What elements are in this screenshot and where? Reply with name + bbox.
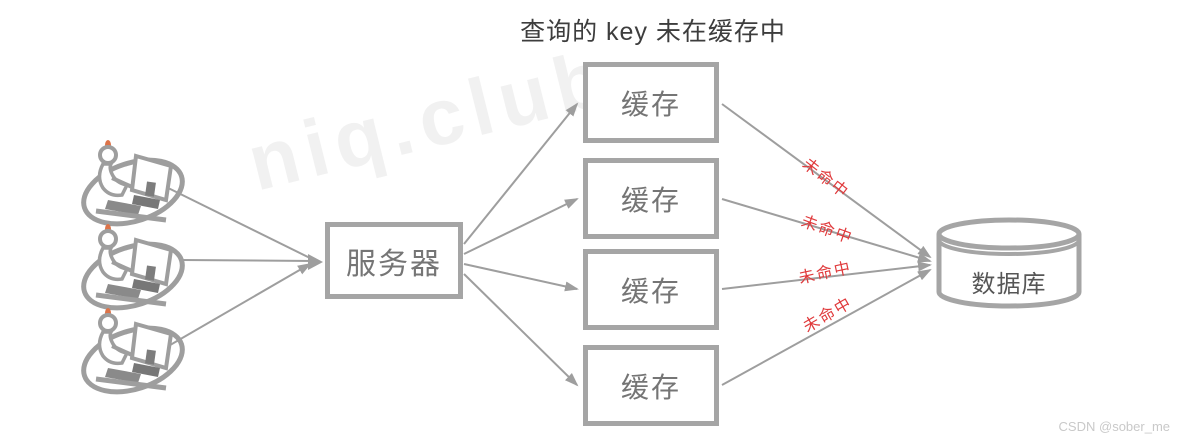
- diagram-title: 查询的 key 未在缓存中: [520, 18, 786, 46]
- cache-label: 缓存: [620, 184, 681, 216]
- database-cylinder-icon: [936, 217, 1082, 309]
- cache-node-2: 缓存: [583, 158, 719, 239]
- csdn-watermark: CSDN @sober_me: [1058, 419, 1170, 434]
- cache-label: 缓存: [620, 371, 681, 403]
- cache-node-1: 缓存: [583, 62, 719, 143]
- cache-label: 缓存: [620, 88, 681, 120]
- cache-label: 缓存: [620, 275, 681, 307]
- server-label: 服务器: [346, 247, 442, 281]
- database-label: 数据库: [971, 271, 1047, 298]
- cache-node-3: 缓存: [583, 249, 719, 330]
- user-at-computer-icon: [76, 140, 191, 403]
- cache-node-4: 缓存: [583, 345, 719, 426]
- server-node: 服务器: [325, 222, 463, 299]
